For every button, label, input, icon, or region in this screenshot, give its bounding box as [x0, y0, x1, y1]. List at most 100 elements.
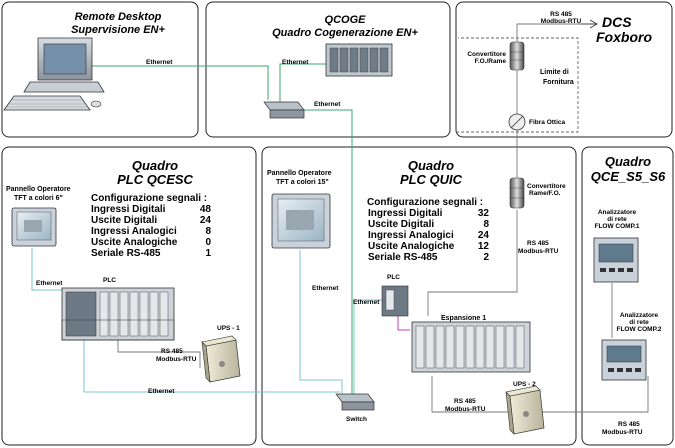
label-rs485-ups2-1: RS 485	[454, 398, 476, 405]
config-row: Uscite Analogiche 0	[91, 237, 211, 248]
label-conv-fo-2: F.O./Rame	[474, 58, 506, 65]
label-limite-2: Fornitura	[543, 79, 574, 86]
config-row-value: 48	[199, 204, 211, 215]
label-ethernet-3: Ethernet	[314, 101, 341, 108]
label-rs485-top-2: Modbus-RTU	[540, 18, 582, 25]
qcesc-title-2: PLC QCESC	[117, 172, 193, 187]
cable-top-rs485	[516, 23, 592, 50]
config-row-label: Uscite Digitali	[368, 219, 435, 230]
label-switch: Switch	[346, 416, 367, 423]
config-row-label: Ingressi Analogici	[91, 226, 177, 237]
label-rs485-qcesc-1: RS 485	[161, 348, 183, 355]
label-ethernet-1: Ethernet	[146, 59, 173, 66]
quic-cfg-title: Configurazione segnali :	[367, 197, 484, 208]
config-row: Seriale RS-485 1	[91, 248, 211, 259]
analyzer-1-icon	[593, 237, 639, 283]
cable-exp-to-ups2	[431, 376, 510, 413]
label-espansione: Espansione 1	[441, 315, 487, 322]
config-row-value: 24	[477, 230, 489, 241]
expansion-rack	[411, 321, 531, 373]
label-rs485-quic-2: Modbus-RTU	[518, 248, 559, 255]
ups-2-icon	[505, 385, 545, 435]
qcesc-plc-rack	[61, 287, 175, 341]
qcoge-plc-rack	[325, 43, 393, 77]
quic-title-2: PLC QUIC	[399, 172, 463, 187]
dcs-title: DCS	[602, 14, 632, 30]
analyzer-2-icon	[601, 339, 647, 381]
qce-an2-2: di rete	[629, 319, 649, 326]
label-ethernet-2: Ethernet	[282, 59, 309, 66]
label-ups2: UPS - 2	[513, 381, 536, 388]
cable-panel6-to-plc	[31, 248, 68, 291]
config-row-value: 1	[205, 248, 211, 259]
cable-quic-rs485	[427, 210, 518, 316]
ethernet-hub-icon	[263, 101, 305, 119]
frame-dcs	[455, 1, 673, 138]
frame-qce	[581, 146, 674, 446]
config-row: Ingressi Digitali 32	[368, 208, 489, 219]
config-row-value: 24	[199, 215, 211, 226]
config-row: Uscite Digitali 24	[91, 215, 211, 226]
config-row-label: Uscite Digitali	[91, 215, 158, 226]
cable-remote-to-hub	[88, 65, 269, 100]
dcs-subtitle: Foxboro	[596, 29, 652, 45]
label-conv-fo-1: Convertitore	[467, 51, 506, 58]
config-row-label: Uscite Analogiche	[368, 241, 455, 252]
qcoge-title: QCOGE	[324, 14, 366, 26]
qce-an1-3: FLOW COMP.1	[594, 223, 640, 230]
frame-qcoge	[205, 1, 451, 138]
computer-icon	[3, 37, 105, 111]
frame-quic	[261, 146, 577, 446]
label-rs485-top-1: RS 485	[550, 11, 572, 18]
fibre-coupler-icon	[508, 113, 526, 131]
cable-panel15-to-switch	[299, 250, 343, 394]
config-row-label: Ingressi Digitali	[91, 204, 166, 215]
qce-an1-2: di rete	[607, 216, 627, 223]
config-row-label: Seriale RS-485	[91, 248, 161, 259]
remote-subtitle: Supervisione EN+	[71, 24, 165, 36]
ups-1-icon	[201, 335, 241, 383]
cable-qcoge-to-hub	[279, 63, 330, 102]
label-fibra: Fibra Ottica	[529, 119, 566, 126]
quic-panel-1: Pannello Operatore	[267, 170, 332, 177]
qcesc-title-1: Quadro	[131, 158, 179, 173]
qcesc-panel-1: Pannello Operatore	[6, 186, 71, 193]
label-conv-rame-2: Rame/F.O.	[529, 190, 561, 197]
fo-converter-top-icon	[509, 41, 525, 71]
supply-limit-line	[456, 37, 579, 133]
cable-quic-plc-to-switch	[353, 299, 390, 394]
config-row-value: 2	[483, 252, 489, 263]
label-limite-1: Limite di	[540, 69, 569, 76]
switch-icon	[335, 393, 375, 411]
remote-title: Remote Desktop	[74, 11, 162, 23]
label-ethernet-bottom: Ethernet	[148, 388, 175, 395]
rame-fo-converter-icon	[509, 177, 525, 209]
config-row-value: 8	[205, 226, 211, 237]
config-row-value: 0	[205, 237, 211, 248]
frame-qcesc	[1, 146, 257, 446]
label-conv-rame-1: Convertitore	[527, 183, 566, 190]
quic-title-1: Quadro	[407, 158, 455, 173]
label-plc-quic: PLC	[387, 274, 400, 281]
config-row-value: 32	[477, 208, 489, 219]
qce-title-2: QCE_S5_S6	[590, 169, 666, 184]
quic-plc-rack	[381, 285, 409, 317]
config-row: Ingressi Analogici 8	[91, 226, 211, 237]
label-ethernet-qcesc: Ethernet	[36, 280, 63, 287]
qce-an2-3: FLOW COMP.2	[616, 326, 662, 333]
qcoge-subtitle: Quadro Cogenerazione EN+	[272, 27, 418, 39]
label-rs485-qce-2: Modbus-RTU	[602, 429, 643, 436]
qce-an1-1: Analizzatore	[597, 209, 637, 216]
cable-magenta	[397, 314, 410, 331]
qcesc-cfg-title: Configurazione segnali :	[91, 193, 208, 204]
config-row-label: Uscite Analogiche	[91, 237, 178, 248]
config-row-label: Seriale RS-485	[368, 252, 438, 263]
config-row-label: Ingressi Digitali	[368, 208, 443, 219]
label-rs485-quic-1: RS 485	[527, 240, 549, 247]
label-rs485-qce-1: RS 485	[618, 421, 640, 428]
operator-panel-15-icon	[271, 193, 331, 249]
